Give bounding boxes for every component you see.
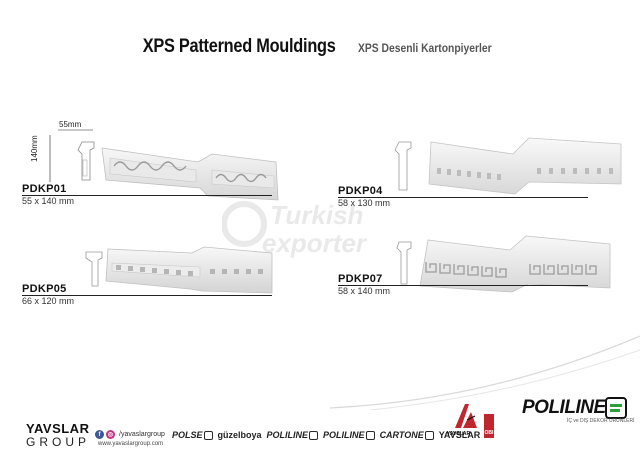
height-dimension-label: 140mm [30,135,39,162]
watermark: Turkish exporter [222,200,368,258]
logo-poliline-2: POLILINE [323,430,375,440]
divider [22,195,272,196]
product-code: PDKP05 [22,283,67,295]
product-size: 55 x 140 mm [22,196,75,206]
partner-logos: POLSE güzelboya POLILINE POLILINE CARTON… [172,425,480,445]
divider [338,197,588,198]
social-links: f ◎ /yavaslargroup [95,430,165,439]
logo-mark-icon [309,430,319,440]
decorative-swoosh [330,335,640,410]
watermark-line2: exporter [262,228,368,258]
logo-mark-icon [424,430,434,440]
product-code: PDKP01 [22,183,67,195]
product-profile-pdkp04 [394,141,412,191]
logo-mark-icon [203,430,213,440]
logo-polse: POLSE [172,430,213,440]
product-size: 58 x 140 mm [338,286,391,296]
brand-subtitle: GROUP [26,435,91,449]
yavaslar-red-logo-icon [455,404,477,428]
obi-logo: OBI [484,414,494,438]
product-profile-pdkp07 [396,241,412,285]
logo-cartone: CARTONE [380,430,434,440]
logo-guzelboya: güzelboya [217,430,262,440]
poliline-badge-icon [605,397,627,419]
product-image-pdkp04 [428,137,622,195]
facebook-icon[interactable]: f [95,430,104,439]
product-size: 58 x 130 mm [338,198,391,208]
product-image-pdkp05 [105,246,273,294]
poliline-main-logo: POLILINE [522,397,606,418]
divider [338,285,588,286]
watermark-line1: Turkish [270,200,363,230]
width-dimension-label: 55mm [59,120,82,129]
brand-name: YAVSLAR [26,421,90,436]
product-image-pdkp01 [101,147,279,201]
title-english: XPS Patterned Mouldings [142,36,336,57]
page-title: XPS Patterned Mouldings XPS Desenli Kart… [0,36,640,58]
dimension-diagram [49,129,95,182]
yavaslar-group-logo: YAVSLAR GROUP [26,421,90,449]
logo-mark-icon [365,430,375,440]
poliline-tagline: İÇ ve DIŞ DEKOR ÜRÜNLERİ [567,418,635,424]
title-turkish: XPS Desenli Kartonpiyerler [357,41,492,55]
logo-yavaslar: YAVSLAR [438,430,481,440]
website-link[interactable]: www.yavaslargroup.com [98,441,164,447]
logo-poliline-1: POLILINE [267,430,319,440]
product-profile-pdkp05 [85,251,103,287]
social-handle: /yavaslargroup [119,431,165,438]
product-code: PDKP07 [338,273,383,285]
product-code: PDKP04 [338,185,383,197]
divider [22,295,272,296]
product-size: 66 x 120 mm [22,296,75,306]
red-logo-text: YAVSLAR [447,431,471,437]
instagram-icon[interactable]: ◎ [106,430,115,439]
product-image-pdkp07 [419,235,611,293]
